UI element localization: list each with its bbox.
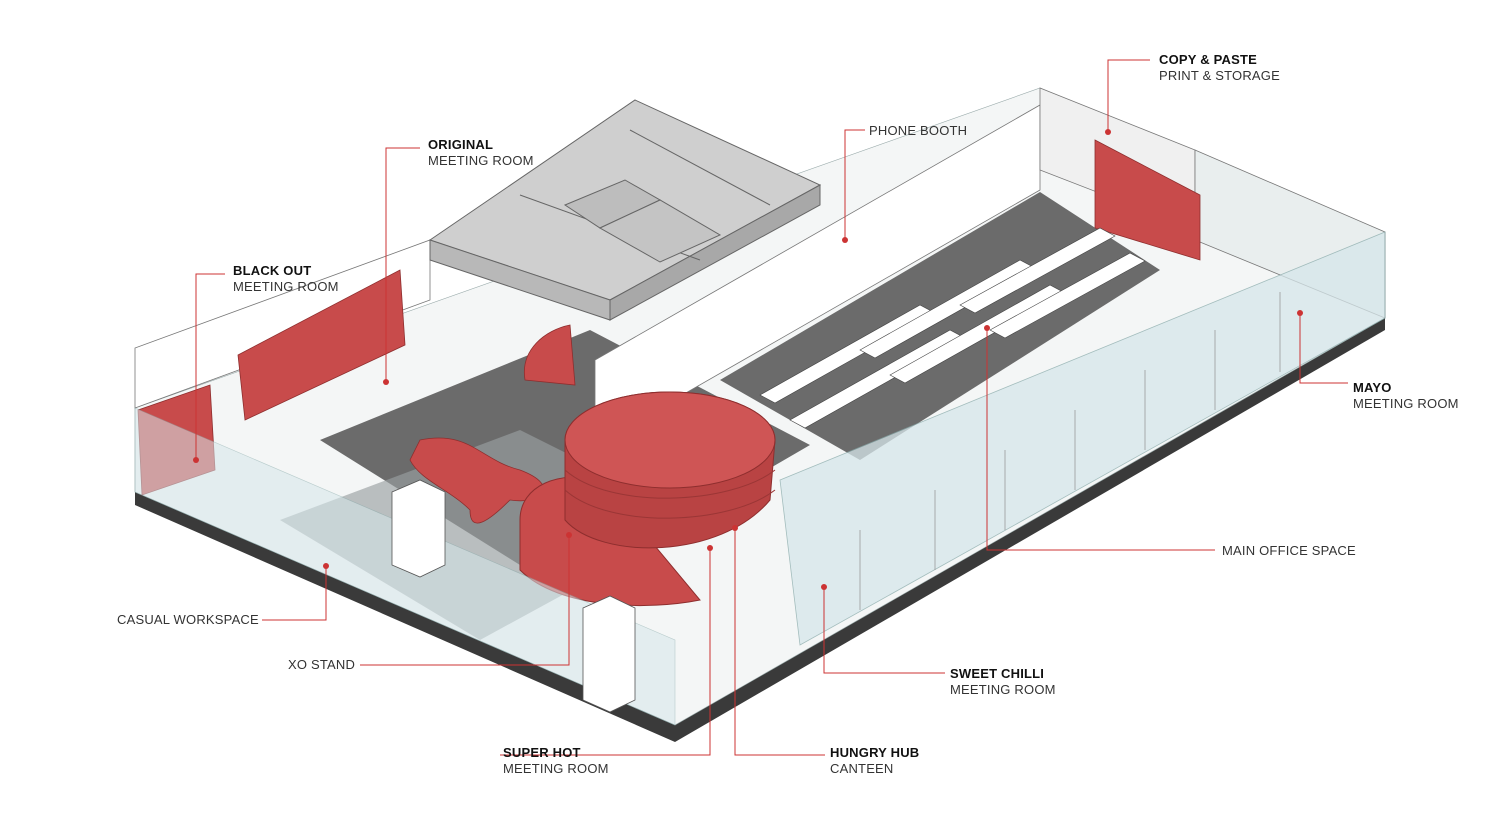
- label-mayo-subtitle: MEETING ROOM: [1353, 396, 1459, 411]
- label-casual-workspace: CASUAL WORKSPACE: [117, 612, 259, 628]
- label-super-hot-subtitle: MEETING ROOM: [503, 761, 609, 776]
- central-red-pod: [519, 391, 776, 607]
- label-mayo-title: MAYO: [1353, 380, 1392, 395]
- front-meeting-rooms: [779, 231, 1386, 646]
- label-xo-stand-text: XO STAND: [288, 657, 356, 672]
- label-sweet-chilli-subtitle: MEETING ROOM: [950, 682, 1056, 697]
- label-super-hot: SUPER HOT MEETING ROOM: [503, 745, 609, 777]
- label-black-out: BLACK OUT MEETING ROOM: [233, 263, 339, 295]
- label-main-office-text: MAIN OFFICE SPACE: [1222, 543, 1356, 558]
- label-hungry-hub-title: HUNGRY HUB: [830, 745, 920, 760]
- label-sweet-chilli: SWEET CHILLI MEETING ROOM: [950, 666, 1056, 698]
- leader-lines: [195, 59, 1348, 756]
- label-copy-paste-title: COPY & PASTE: [1159, 52, 1257, 67]
- label-black-out-subtitle: MEETING ROOM: [233, 279, 339, 294]
- label-original-title: ORIGINAL: [428, 137, 494, 152]
- label-casual-workspace-text: CASUAL WORKSPACE: [117, 612, 259, 627]
- leader-dots: [193, 129, 1303, 590]
- label-original: ORIGINAL MEETING ROOM: [428, 137, 534, 169]
- label-original-subtitle: MEETING ROOM: [428, 153, 534, 168]
- label-hungry-hub-subtitle: CANTEEN: [830, 761, 894, 776]
- workstations: [759, 227, 1146, 429]
- label-main-office: MAIN OFFICE SPACE: [1222, 543, 1356, 559]
- label-super-hot-title: SUPER HOT: [503, 745, 581, 760]
- label-phone-booth: PHONE BOOTH: [869, 123, 967, 139]
- label-black-out-title: BLACK OUT: [233, 263, 312, 278]
- label-hungry-hub: HUNGRY HUB CANTEEN: [830, 745, 919, 777]
- label-sweet-chilli-title: SWEET CHILLI: [950, 666, 1045, 681]
- grey-rooms-block: [428, 99, 822, 321]
- label-copy-paste-subtitle: PRINT & STORAGE: [1159, 68, 1280, 83]
- label-copy-paste: COPY & PASTE PRINT & STORAGE: [1159, 52, 1280, 84]
- label-mayo: MAYO MEETING ROOM: [1353, 380, 1459, 412]
- label-xo-stand: XO STAND: [288, 657, 355, 673]
- label-phone-booth-text: PHONE BOOTH: [869, 123, 968, 138]
- xo-stands: [391, 479, 636, 713]
